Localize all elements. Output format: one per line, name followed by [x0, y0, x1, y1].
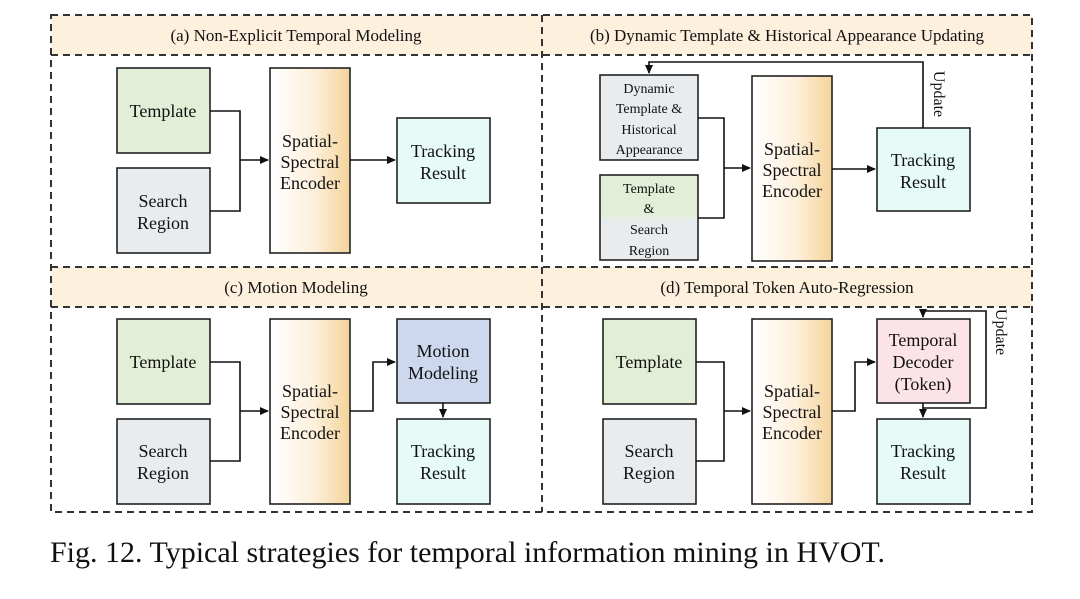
panel-a-template-label: Template [130, 101, 197, 121]
panel-a-encoder-line1: Spatial- [282, 131, 338, 151]
panel-b-encoder-line2: Spectral [763, 160, 822, 180]
panel-d-result-line2: Result [900, 463, 946, 483]
panel-c-encoder-line1: Spatial- [282, 381, 338, 401]
panel-c-header-band [51, 267, 542, 307]
panel-b-dynamic-box [599, 74, 699, 161]
panel-b-dynamic-line4: Appearance [616, 143, 683, 158]
panel-b-ts-line2: & [644, 202, 655, 217]
panel-c: Template Search Region Spatial- Spectral… [116, 318, 491, 505]
panel-c-motion-box [396, 318, 491, 404]
panel-b-encoder-box [751, 75, 833, 262]
panel-d-update-label: Update [992, 309, 1009, 355]
panel-d-result-line1: Tracking [891, 441, 955, 461]
panel-d-merge-connector [696, 361, 725, 462]
panel-d-search-line2: Region [623, 463, 675, 483]
panel-c-template-label: Template [130, 352, 197, 372]
panel-d-encoder-line3: Encoder [762, 423, 822, 443]
panel-a-result-line2: Result [420, 163, 466, 183]
panel-a-header-band [51, 15, 542, 55]
panel-d-result-box [876, 418, 971, 505]
panel-d-title: (d) Temporal Token Auto-Regression [660, 278, 914, 297]
panel-a-search-line1: Search [139, 191, 188, 211]
panel-d: Template Search Region Spatial- Spectral… [602, 309, 1009, 505]
panel-b-ts-line1: Template [623, 182, 675, 197]
panel-b-result-line1: Tracking [891, 150, 955, 170]
panel-c-merge-connector [210, 361, 241, 462]
panel-c-title: (c) Motion Modeling [224, 278, 368, 297]
panel-b-header-band [542, 15, 1032, 55]
panel-b-dynamic-line3: Historical [621, 123, 676, 138]
panel-b-ts-line3: Search [630, 223, 668, 238]
panel-c-encoder-line3: Encoder [280, 423, 340, 443]
panel-a-merge-connector [210, 110, 241, 212]
outer-frame [50, 14, 1033, 513]
panel-b-encoder-line3: Encoder [762, 181, 822, 201]
panel-b-merge-connector [698, 117, 725, 219]
panel-d-encoder-line2: Spectral [763, 402, 822, 422]
panel-b-dynamic-line2: Template & [616, 102, 682, 117]
panel-c-template-box [116, 318, 211, 405]
panel-a-encoder-line2: Spectral [281, 152, 340, 172]
panel-a-encoder-box [269, 67, 351, 254]
panel-d-header-band [542, 267, 1032, 307]
panel-d-encoder-line1: Spatial- [764, 381, 820, 401]
panel-d-decoder-line1: Temporal [889, 330, 958, 350]
panel-d-decoder-line3: (Token) [895, 374, 952, 395]
panel-d-arrow-to-decoder [832, 358, 876, 412]
panel-a-result-box [396, 117, 491, 204]
panel-b: Dynamic Template & Historical Appearance… [599, 61, 971, 262]
panel-d-template-label: Template [616, 352, 683, 372]
panel-d-template-box [602, 318, 697, 405]
panel-c-arrow-to-motion [350, 358, 396, 412]
panel-b-result-line2: Result [900, 172, 946, 192]
panel-a-search-line2: Region [137, 213, 189, 233]
panel-b-update-label: Update [930, 71, 947, 117]
panel-d-update-loop [919, 309, 987, 409]
panel-c-result-line2: Result [420, 463, 466, 483]
panel-c-search-line2: Region [137, 463, 189, 483]
panel-a-result-line1: Tracking [411, 141, 475, 161]
panel-b-encoder-line1: Spatial- [764, 139, 820, 159]
panel-b-title: (b) Dynamic Template & Historical Appear… [590, 26, 985, 45]
panel-c-search-box [116, 418, 211, 505]
panel-c-search-line1: Search [139, 441, 188, 461]
panel-a-encoder-line3: Encoder [280, 173, 340, 193]
panel-d-decoder-box [876, 318, 971, 404]
panel-c-encoder-line2: Spectral [281, 402, 340, 422]
panel-c-motion-line2: Modeling [408, 363, 478, 383]
panel-b-dynamic-line1: Dynamic [623, 82, 674, 97]
panel-d-search-box [602, 418, 697, 505]
panel-d-encoder-box [751, 318, 833, 505]
panel-d-decoder-line2: Decoder [893, 352, 954, 372]
panel-c-result-box [396, 418, 491, 505]
temporal-strategies-diagram: (a) Non-Explicit Temporal Modeling (b) D… [50, 14, 1033, 513]
panel-c-encoder-box [269, 318, 351, 505]
panel-b-template-search-box [599, 174, 699, 261]
panel-d-search-line1: Search [625, 441, 674, 461]
panel-b-result-box [876, 127, 971, 212]
figure-caption: Fig. 12. Typical strategies for temporal… [50, 536, 885, 569]
panel-a-title: (a) Non-Explicit Temporal Modeling [170, 26, 422, 45]
panel-c-result-line1: Tracking [411, 441, 475, 461]
panel-a: Template Search Region Spatial- Spectral… [116, 67, 491, 254]
panel-c-motion-line1: Motion [416, 341, 469, 361]
panel-b-update-loop [645, 61, 924, 128]
panel-b-ts-line4: Region [629, 244, 669, 259]
